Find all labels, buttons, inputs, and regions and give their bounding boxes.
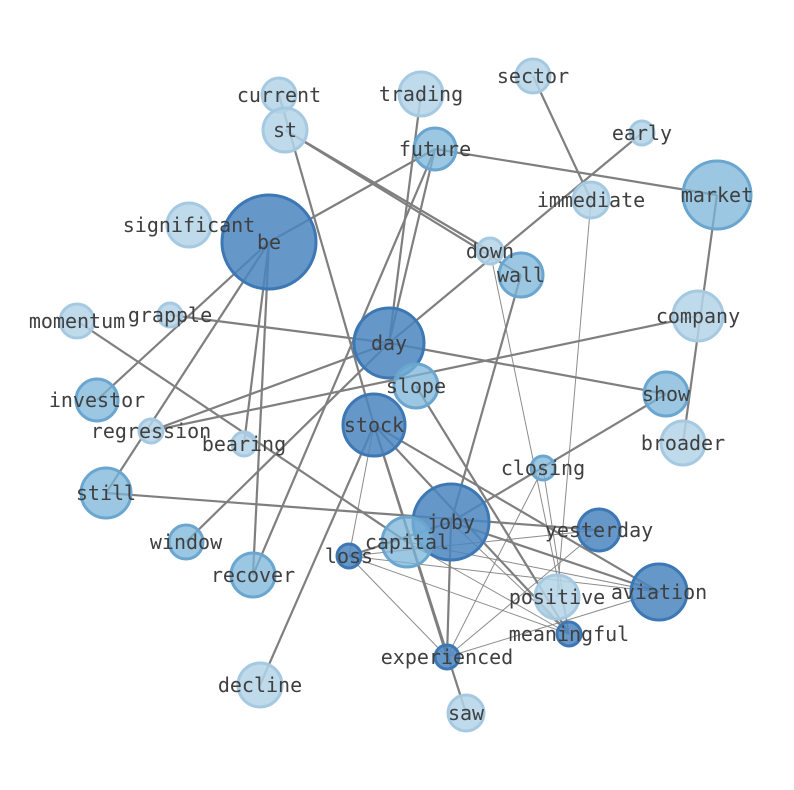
node-label-future: future (399, 137, 471, 161)
node-label-decline: decline (218, 673, 302, 697)
node-sector[interactable] (514, 57, 552, 95)
node-label-saw: saw (448, 701, 485, 725)
edge-still-yesterday (105, 491, 600, 532)
node-grapple[interactable] (156, 301, 184, 329)
node-yesterday[interactable] (576, 507, 622, 553)
node-regression[interactable] (137, 417, 165, 445)
node-significant[interactable] (165, 201, 213, 249)
node-broader[interactable] (659, 419, 707, 467)
node-label-regression: regression (91, 419, 211, 443)
node-label-bearing: bearing (202, 432, 286, 456)
edge-down-meaningful (489, 250, 570, 635)
node-still[interactable] (79, 466, 133, 520)
edge-future-market (434, 147, 718, 197)
node-label-loss: loss (325, 544, 373, 568)
node-label-positive: positive (509, 585, 605, 609)
node-label-wall: wall (497, 263, 545, 287)
node-slope[interactable] (392, 362, 440, 410)
node-label-recover: recover (211, 563, 295, 587)
edge-aviation-experienced (446, 591, 660, 658)
node-label-grapple: grapple (128, 303, 212, 327)
node-label-down: down (466, 239, 514, 263)
edge-sector-immediate (532, 75, 592, 201)
node-label-window: window (150, 530, 223, 554)
node-saw[interactable] (446, 693, 486, 733)
node-label-investor: investor (49, 388, 145, 412)
node-label-market: market (681, 183, 753, 207)
node-label-joby: joby (427, 510, 475, 534)
node-label-experienced: experienced (381, 645, 513, 669)
node-label-show: show (642, 382, 691, 406)
node-decline[interactable] (236, 661, 284, 709)
node-label-broader: broader (641, 431, 725, 455)
node-down[interactable] (475, 236, 505, 266)
node-show[interactable] (642, 370, 690, 418)
node-label-day: day (371, 331, 407, 355)
node-wall[interactable] (497, 251, 545, 299)
edge-be-still (105, 241, 270, 494)
node-label-still: still (76, 481, 136, 505)
node-label-current: current (237, 83, 321, 107)
node-label-meaningful: meaningful (509, 622, 629, 646)
node-immediate[interactable] (571, 180, 611, 220)
node-company[interactable] (671, 289, 725, 343)
node-trading[interactable] (397, 70, 445, 118)
node-label-sector: sector (497, 64, 569, 88)
node-label-trading: trading (379, 82, 463, 106)
edge-day-show (388, 341, 667, 396)
node-window[interactable] (167, 523, 205, 561)
node-label-st: st (273, 118, 297, 142)
node-layer (58, 57, 753, 733)
node-closing[interactable] (529, 454, 557, 482)
node-meaningful[interactable] (555, 620, 583, 648)
edge-day-window (185, 342, 390, 543)
edge-wall-joby (449, 274, 523, 523)
edge-future-recover (251, 148, 437, 576)
node-be[interactable] (220, 193, 318, 291)
node-label-early: early (612, 121, 672, 145)
edge-yesterday-experienced (446, 529, 600, 658)
edge-layer (76, 75, 719, 714)
node-label-closing: closing (501, 456, 585, 480)
node-positive[interactable] (533, 573, 581, 621)
node-label-momentum: momentum (29, 309, 125, 333)
edge-loss-meaningful (348, 555, 570, 635)
node-st[interactable] (261, 106, 309, 154)
node-momentum[interactable] (58, 302, 96, 340)
edge-early-day (388, 132, 643, 344)
node-label-company: company (656, 304, 740, 328)
edge-grapple-day (169, 313, 390, 345)
node-future[interactable] (412, 126, 458, 172)
edge-immediate-positive (556, 199, 592, 598)
node-experienced[interactable] (433, 643, 461, 671)
node-capital[interactable] (380, 515, 434, 569)
node-label-stock: stock (344, 413, 404, 437)
node-bearing[interactable] (230, 430, 258, 458)
edge-show-joby (450, 393, 667, 523)
node-market[interactable] (681, 159, 753, 231)
node-day[interactable] (352, 306, 426, 380)
edge-stock-decline (258, 424, 376, 686)
node-aviation[interactable] (629, 562, 689, 622)
label-layer: sector trading current st early future immedia… (29, 64, 753, 725)
node-loss[interactable] (335, 542, 363, 570)
node-label-capital: capital (365, 530, 449, 554)
node-recover[interactable] (229, 551, 277, 599)
node-label-aviation: aviation (611, 580, 707, 604)
node-early[interactable] (628, 119, 656, 147)
edge-loss-experienced (348, 555, 448, 658)
edge-closing-experienced (446, 467, 544, 658)
node-stock[interactable] (341, 392, 407, 458)
node-investor[interactable] (74, 377, 120, 423)
node-label-be: be (257, 230, 281, 254)
edge-day-regression (150, 341, 390, 433)
node-label-immediate: immediate (537, 188, 645, 212)
node-label-yesterday: yesterday (545, 518, 653, 542)
edge-stock-aviation (373, 424, 660, 593)
node-label-significant: significant (123, 213, 255, 237)
node-label-slope: slope (386, 374, 446, 398)
